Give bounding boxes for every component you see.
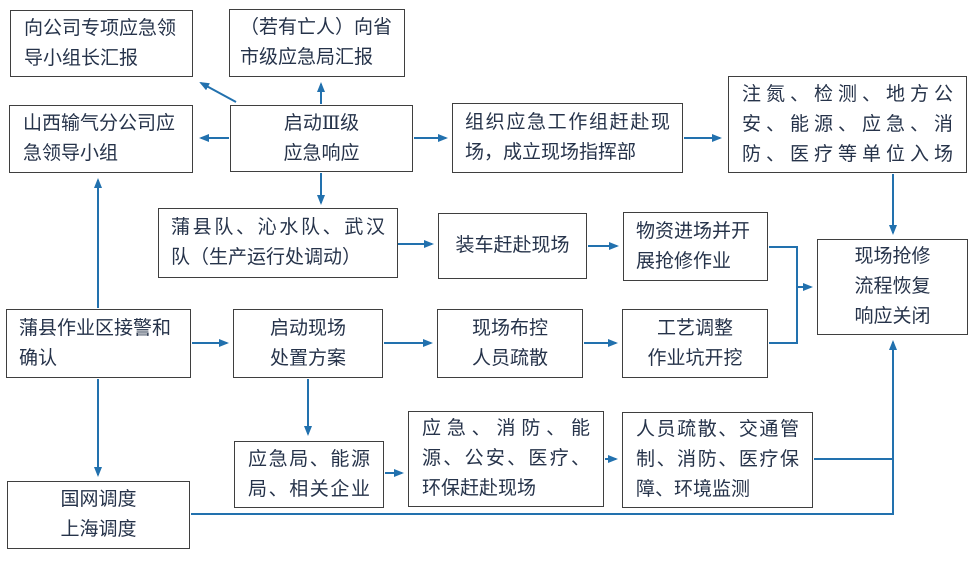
node-label: 流程恢复 — [854, 276, 931, 297]
node-label: 工艺调整 — [656, 317, 733, 339]
node-label: 处置方案 — [269, 347, 346, 369]
node-label: 导小组长汇报 — [24, 47, 139, 69]
node-label: 启动现场 — [269, 317, 346, 339]
node-start-level3-response: 启动Ⅲ级 应急响应 — [230, 105, 413, 172]
node-label: （若有亡人）向省 — [240, 17, 393, 38]
node-label: 急领导小组 — [23, 143, 119, 164]
node-label: 展抢修作业 — [636, 250, 732, 272]
node-repair-complete-close: 现场抢修 流程恢复 响应关闭 — [817, 239, 968, 335]
node-label: 现场抢修 — [854, 246, 931, 267]
node-process-adjust-excavate: 工艺调整 作业坑开挖 — [622, 309, 768, 378]
node-grid-dispatch: 国网调度 上海调度 — [7, 481, 190, 549]
node-label: 应急局、能源 — [248, 448, 370, 470]
node-start-onsite-plan: 启动现场 处置方案 — [233, 309, 383, 378]
node-label: 向公司专项应急领 — [24, 17, 177, 39]
node-label: 响应关闭 — [854, 306, 931, 327]
node-external-units-enter: 注氮、检测、地方公 安、能源、应急、消 防、医疗等单位入场 — [728, 76, 967, 173]
node-label: 障、环境监测 — [636, 479, 751, 500]
node-label: 装车赶赴现场 — [455, 235, 570, 256]
node-label: 局、相关企业 — [248, 478, 370, 500]
node-materials-arrive: 物资进场并开 展抢修作业 — [623, 212, 768, 281]
node-label: 人员疏散 — [471, 347, 548, 369]
node-puxian-alarm-confirm: 蒲县作业区接警和 确认 — [6, 309, 191, 378]
node-label: 物资进场并开 — [636, 220, 751, 242]
node-label: 蒲县作业区接警和 — [19, 317, 172, 339]
node-label: 蒲县队、沁水队、武汉 — [171, 217, 385, 238]
node-label: 山西输气分公司应 — [23, 113, 176, 134]
node-report-company-special-leader: 向公司专项应急领 导小组长汇报 — [10, 10, 193, 77]
node-label: 人员疏散、交通管 — [636, 419, 799, 440]
node-load-trucks: 装车赶赴现场 — [438, 213, 587, 279]
node-label: 防、医疗等单位入场 — [742, 143, 953, 165]
node-label: 源、公安、医疗、 — [422, 448, 590, 469]
node-site-control-evacuation: 现场布控 人员疏散 — [437, 309, 583, 378]
node-report-provincial-emergency: （若有亡人）向省 市级应急局汇报 — [229, 9, 405, 77]
node-label: 确认 — [19, 347, 58, 369]
node-label: 市级应急局汇报 — [240, 47, 374, 68]
node-label: 上海调度 — [60, 519, 137, 540]
node-label: 现场布控 — [471, 317, 548, 339]
node-label: 启动Ⅲ级 — [283, 112, 360, 134]
node-support-actions: 人员疏散、交通管 制、消防、医疗保 障、环境监测 — [622, 412, 813, 508]
node-organize-workgroup: 组织应急工作组赶赴现 场，成立现场指挥部 — [452, 103, 683, 173]
node-label: 应急、消防、能 — [422, 418, 590, 439]
node-label: 作业坑开挖 — [647, 347, 743, 369]
node-label: 队（生产运行处调动） — [171, 247, 362, 268]
node-label: 应急响应 — [283, 142, 360, 164]
node-label: 场，成立现场指挥部 — [465, 142, 637, 163]
node-teams-dispatch: 蒲县队、沁水队、武汉 队（生产运行处调动） — [158, 208, 398, 278]
node-label: 制、消防、医疗保 — [636, 449, 799, 470]
node-label: 国网调度 — [60, 489, 137, 510]
node-label: 安、能源、应急、消 — [742, 113, 953, 135]
node-local-bureaus: 应急局、能源 局、相关企业 — [234, 441, 384, 508]
node-label: 组织应急工作组赶赴现 — [465, 112, 670, 133]
node-shanxi-branch-group: 山西输气分公司应 急领导小组 — [9, 105, 193, 173]
node-agencies-rush-to-site: 应急、消防、能 源、公安、医疗、 环保赶赴现场 — [408, 411, 604, 507]
node-label: 注氮、检测、地方公 — [742, 83, 953, 105]
node-label: 环保赶赴现场 — [422, 478, 537, 499]
